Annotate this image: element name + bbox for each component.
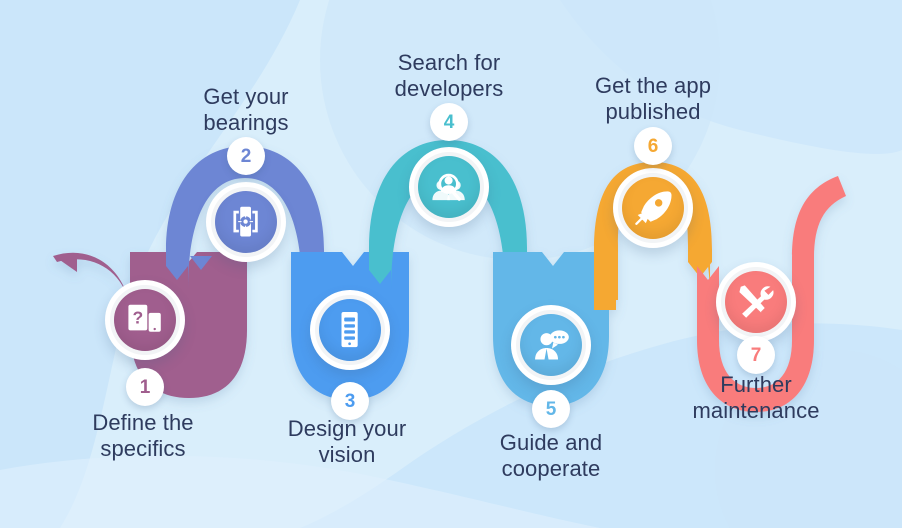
step-number-3: 3 bbox=[344, 390, 356, 412]
step-icon-2[interactable] bbox=[206, 182, 286, 262]
devices-question-icon: ? bbox=[123, 298, 166, 341]
ribbon-segment-2-arch bbox=[166, 146, 324, 290]
step-label-7: Further maintenance bbox=[692, 372, 820, 423]
ribbon-segment-2 bbox=[190, 256, 212, 270]
step-icon-6[interactable] bbox=[613, 168, 693, 248]
step-number-4: 4 bbox=[443, 111, 455, 133]
step-number-6: 6 bbox=[647, 135, 659, 157]
step-icon-3[interactable] bbox=[310, 290, 390, 370]
step-icon-1[interactable]: ? bbox=[105, 280, 185, 360]
rocket-icon bbox=[631, 186, 674, 229]
step-number-7: 7 bbox=[750, 344, 762, 366]
step-badge-2: 2 bbox=[227, 137, 265, 175]
step-icon-7[interactable] bbox=[716, 262, 796, 342]
step-label-1: Define the specifics bbox=[92, 410, 194, 461]
step-badge-5: 5 bbox=[532, 390, 570, 428]
step-icon-4[interactable] bbox=[409, 147, 489, 227]
tools-icon bbox=[734, 280, 777, 323]
step-number-5: 5 bbox=[545, 398, 557, 420]
step-badge-1: 1 bbox=[126, 368, 164, 406]
step-number-1: 1 bbox=[139, 376, 151, 398]
step-badge-4: 4 bbox=[430, 103, 468, 141]
step-label-2: Get your bearings bbox=[203, 84, 289, 135]
people-search-icon bbox=[427, 165, 470, 208]
mobile-wireframe-icon bbox=[328, 308, 371, 351]
person-chat-icon bbox=[529, 323, 572, 366]
step-badge-7: 7 bbox=[737, 336, 775, 374]
disc-fill bbox=[520, 314, 582, 376]
ribbon-segment-7 bbox=[697, 176, 846, 412]
step-badge-6: 6 bbox=[634, 127, 672, 165]
step-number-2: 2 bbox=[240, 145, 252, 167]
step-label-5: Guide and cooperate bbox=[499, 430, 603, 481]
step-label-4: Search for developers bbox=[394, 50, 504, 101]
step-icon-5[interactable] bbox=[511, 305, 591, 385]
step-label-3: Design your vision bbox=[287, 416, 407, 467]
mobile-target-icon bbox=[224, 200, 267, 243]
svg-text:?: ? bbox=[133, 308, 144, 328]
step-label-6: Get the app published bbox=[594, 73, 712, 124]
step-badge-3: 3 bbox=[331, 382, 369, 420]
